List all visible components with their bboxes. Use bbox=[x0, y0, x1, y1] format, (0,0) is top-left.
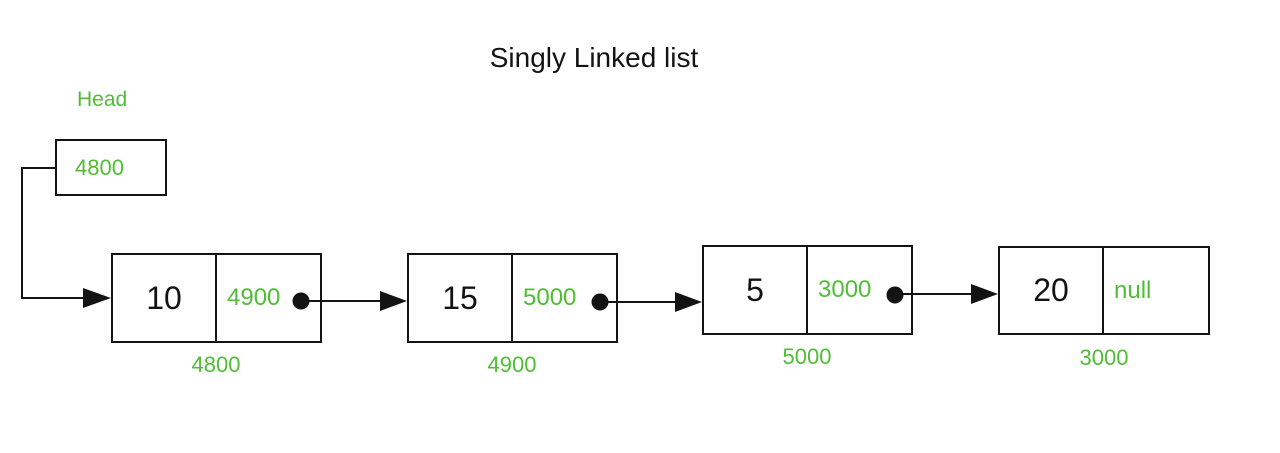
diagram-title: Singly Linked list bbox=[489, 42, 699, 73]
arrow-node1-node2-arrowhead-icon bbox=[380, 291, 407, 311]
node-1: 10 4900 bbox=[111, 253, 322, 343]
node-2: 15 5000 bbox=[407, 253, 618, 343]
node-2-address-label: 4900 bbox=[487, 352, 537, 377]
node-1-address-label: 4800 bbox=[191, 352, 241, 377]
node-3-next-pointer: 3000 bbox=[818, 276, 872, 303]
node-2-value: 15 bbox=[409, 255, 513, 341]
node-1-next-pointer: 4900 bbox=[227, 284, 281, 311]
head-pointer-box: 4800 bbox=[55, 139, 167, 196]
node-3: 5 3000 bbox=[702, 245, 913, 335]
head-arrowhead-icon bbox=[83, 288, 111, 308]
arrow-node3-node4-arrowhead-icon bbox=[971, 284, 998, 304]
node-3-value: 5 bbox=[704, 247, 808, 333]
head-pointer-label: Head bbox=[77, 88, 128, 111]
head-pointer-value: 4800 bbox=[75, 154, 124, 180]
node-4-next-pointer: null bbox=[1114, 276, 1152, 304]
node-3-address-label: 5000 bbox=[782, 344, 832, 369]
node-4-address-label: 3000 bbox=[1079, 345, 1129, 370]
node-2-next-pointer: 5000 bbox=[523, 284, 577, 311]
node-1-value: 10 bbox=[113, 255, 217, 341]
node-4-value: 20 bbox=[1000, 248, 1104, 333]
node-4: 20 null bbox=[998, 246, 1210, 335]
arrow-node2-node3-arrowhead-icon bbox=[675, 292, 702, 312]
